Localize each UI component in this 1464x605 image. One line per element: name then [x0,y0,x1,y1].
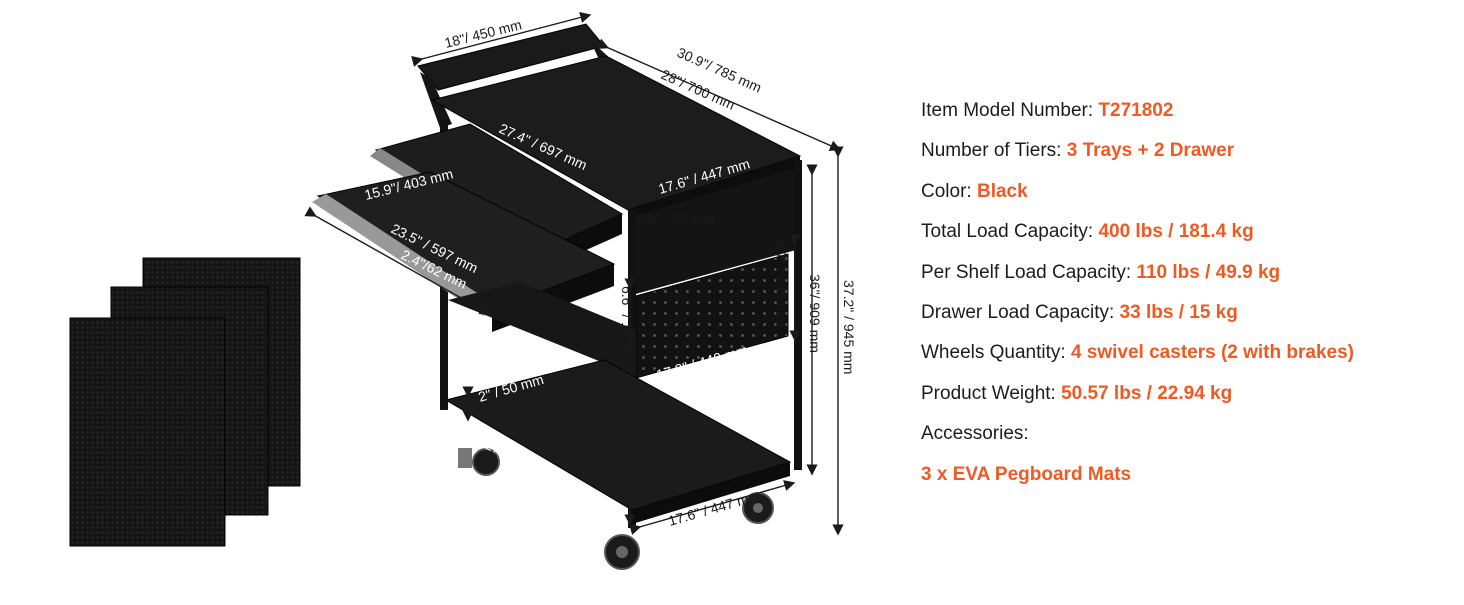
spec-row-total-load: Total Load Capacity: 400 lbs / 181.4 kg [921,217,1441,257]
spec-value: 3 Trays + 2 Drawer [1066,140,1235,162]
spec-value: 50.57 lbs / 22.94 kg [1061,382,1233,404]
spec-value: 4 swivel casters (2 with brakes) [1070,342,1354,364]
spec-row-color: Color: Black [921,177,1441,217]
spec-label: Product Weight: [921,382,1062,404]
mat-front [69,317,226,547]
dimension-lines [304,12,844,536]
spec-row-shelf-load: Per Shelf Load Capacity: 110 lbs / 49.9 … [921,258,1441,298]
pegboard-mats [69,257,301,547]
spec-row-accessories: Accessories: [921,419,1441,459]
spec-value: 400 lbs / 181.4 kg [1098,221,1254,243]
spec-label: Total Load Capacity: [921,221,1099,243]
spec-label: Accessories: [921,423,1029,445]
spec-row-model: Item Model Number: T271802 [921,96,1441,136]
spec-list: Item Model Number: T271802 Number of Tie… [921,96,1441,500]
dim-body-height: 36"/ 909 mm [807,274,823,353]
dim-mid-gap: 6.6" / 167 mm [619,286,635,373]
middle-tray [448,282,636,376]
dim-bottom-gap: 11.5" / 292 mm [619,406,635,499]
spec-value: 33 lbs / 15 kg [1119,301,1238,323]
spec-label: Wheels Quantity: [921,342,1071,364]
spec-label: Number of Tiers: [921,140,1067,162]
spec-row-accessories-value: 3 x EVA Pegboard Mats [921,460,1441,500]
spec-label: Color: [921,180,977,202]
spec-value: 110 lbs / 49.9 kg [1136,261,1281,283]
spec-value: Black [976,180,1028,202]
spec-row-drawer-load: Drawer Load Capacity: 33 lbs / 15 kg [921,298,1441,338]
accessories-value: 3 x EVA Pegboard Mats [921,463,1132,485]
cart-body-front [628,168,796,296]
spec-label: Item Model Number: [921,100,1099,121]
dim-lip-height: 0.8" / 20 mm [636,211,715,227]
spec-label: Per Shelf Load Capacity: [921,261,1137,283]
spec-value: T271802 [1098,100,1174,121]
dim-overall-height: 37.2" / 945 mm [841,280,857,374]
spec-row-wheels: Wheels Quantity: 4 swivel casters (2 wit… [921,338,1441,378]
spec-label: Drawer Load Capacity: [921,301,1120,323]
spec-row-tiers: Number of Tiers: 3 Trays + 2 Drawer [921,136,1441,176]
spec-row-weight: Product Weight: 50.57 lbs / 22.94 kg [921,379,1441,419]
dim-pegboard-height: 9.7" / 245 mm [773,240,789,327]
